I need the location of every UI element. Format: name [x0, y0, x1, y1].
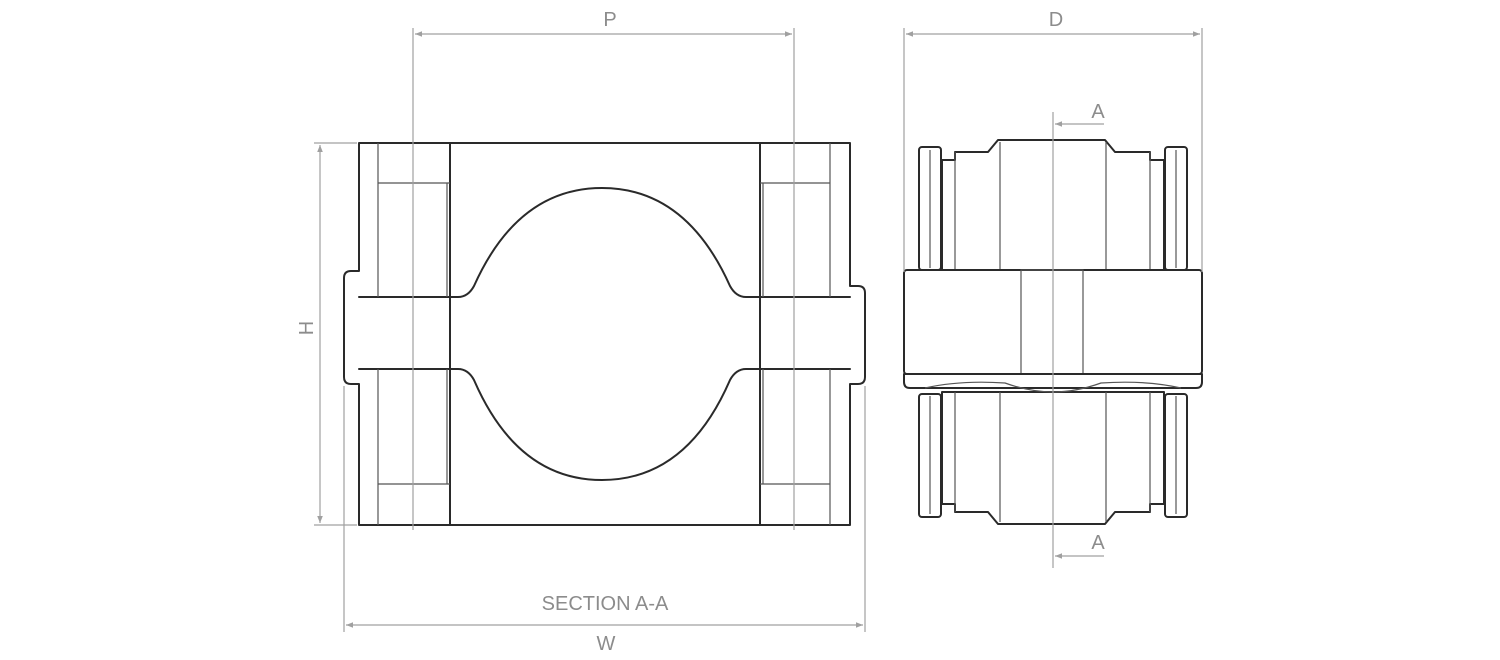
pipe-bore	[449, 187, 761, 481]
dimension-d: D	[903, 9, 1203, 272]
section-label-bottom: A	[1091, 532, 1105, 554]
section-label-top: A	[1091, 101, 1105, 123]
dimension-label-p: P	[603, 9, 616, 31]
dimension-label-d: D	[1049, 9, 1063, 31]
band-center-panel	[1020, 269, 1084, 375]
dimension-label-w: W	[597, 633, 616, 655]
dimension-w: SECTION A-A W	[343, 386, 866, 655]
section-view	[343, 142, 866, 526]
pocket-left-bottom	[377, 369, 450, 525]
dimension-h: H	[296, 142, 357, 526]
dimension-label-h: H	[296, 321, 318, 335]
clamp-outline	[343, 142, 866, 526]
pocket-right-bottom	[760, 369, 831, 525]
section-cut-line: A A	[1052, 101, 1105, 568]
section-title: SECTION A-A	[542, 593, 669, 615]
band-base	[903, 373, 1203, 389]
dimension-p: P	[412, 9, 795, 530]
pocket-right-top	[760, 143, 831, 297]
pocket-left-top	[377, 143, 450, 297]
